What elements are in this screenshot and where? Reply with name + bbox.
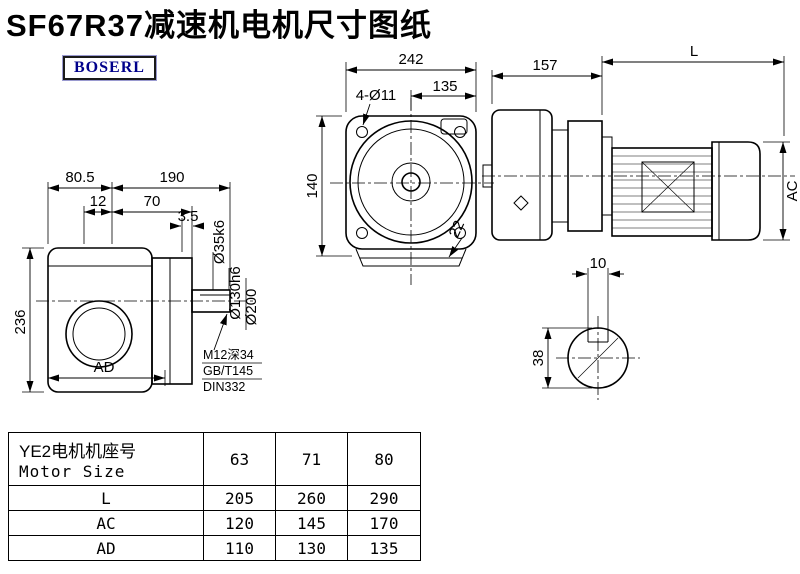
dim-70: 70: [144, 193, 161, 210]
dim-157: 157: [532, 57, 557, 74]
side-view: 80.5 190 12 70 3.5 236 AD Ø35k6: [12, 169, 262, 394]
dim-spigot-dia: Ø130h6: [227, 266, 244, 319]
shaft-circle: [567, 327, 629, 389]
table-cell: 145: [275, 510, 348, 536]
motor-body: [611, 147, 713, 237]
bolt-hole: [454, 126, 466, 138]
dim-135: 135: [432, 78, 457, 95]
dim-22: 22: [446, 218, 468, 240]
table-row-L: L 205 260 290: [8, 485, 421, 511]
front-view: 242 135 4-Ø11 140 22: [304, 51, 494, 285]
table-cell: 110: [203, 535, 276, 561]
table-cell: 260: [275, 485, 348, 511]
bolt-hole: [454, 227, 466, 239]
table-cell: 120: [203, 510, 276, 536]
flange-outline: [345, 115, 477, 250]
table-cell: 130: [275, 535, 348, 561]
dim-L: L: [690, 43, 698, 60]
table-row-AD: AD 110 130 135: [8, 535, 421, 561]
dim-12: 12: [90, 193, 107, 210]
housing-bore: [65, 300, 133, 368]
callout-std1: GB/T145: [203, 364, 253, 378]
row-label: AD: [8, 535, 204, 561]
bolt-hole: [356, 126, 368, 138]
callout-std2: DIN332: [203, 380, 245, 394]
table-row-AC: AC 120 145 170: [8, 510, 421, 536]
table-cell: 135: [347, 535, 421, 561]
header-en: Motor Size: [19, 462, 126, 481]
page-title: SF67R37减速机电机尺寸图纸: [6, 8, 432, 43]
table-cell: 170: [347, 510, 421, 536]
fan-cover: [711, 141, 761, 241]
header-cn: YE2电机机座号: [19, 442, 137, 461]
shaft-section: 10 38: [530, 255, 640, 400]
terminal-box: [641, 161, 695, 213]
dim-bolt-holes: 4-Ø11: [356, 87, 397, 104]
dim-flange-dia: Ø200: [243, 289, 260, 326]
brand-logo: BOSERL: [63, 56, 156, 80]
dimension-table: YE2电机机座号 Motor Size 63 71 80 L 205 260 2…: [8, 432, 421, 561]
dim-190: 190: [159, 169, 184, 186]
table-header-row: YE2电机机座号 Motor Size 63 71 80: [8, 432, 421, 486]
table-cell: 290: [347, 485, 421, 511]
gearbox-body: [491, 109, 553, 241]
callout-tap: M12深34: [203, 348, 254, 362]
oil-plug: [513, 195, 529, 211]
size-column-80: 80: [347, 432, 421, 486]
size-column-71: 71: [275, 432, 348, 486]
dim-140: 140: [304, 173, 321, 198]
output-shaft: [191, 289, 231, 313]
motor-size-header-cell: YE2电机机座号 Motor Size: [8, 432, 204, 486]
dim-key-width: 10: [590, 255, 607, 272]
output-flange: [151, 257, 193, 385]
size-column-63: 63: [203, 432, 276, 486]
technical-drawing: 242 135 4-Ø11 140 22: [12, 43, 800, 400]
dim-shaft-38: 38: [530, 350, 547, 367]
brand-text: BOSERL: [74, 59, 145, 76]
row-label: AC: [8, 510, 204, 536]
dim-AD: AD: [94, 359, 115, 376]
dim-shaft-dia: Ø35k6: [211, 220, 228, 264]
bolt-hole: [356, 227, 368, 239]
dim-242: 242: [398, 51, 423, 68]
table-cell: 205: [203, 485, 276, 511]
row-label: L: [8, 485, 204, 511]
motor-view: 157 L AC: [482, 43, 800, 241]
dim-3-5: 3.5: [178, 208, 199, 225]
dim-AC: AC: [784, 180, 800, 201]
dim-80-5: 80.5: [65, 169, 94, 186]
dim-236: 236: [12, 309, 29, 334]
